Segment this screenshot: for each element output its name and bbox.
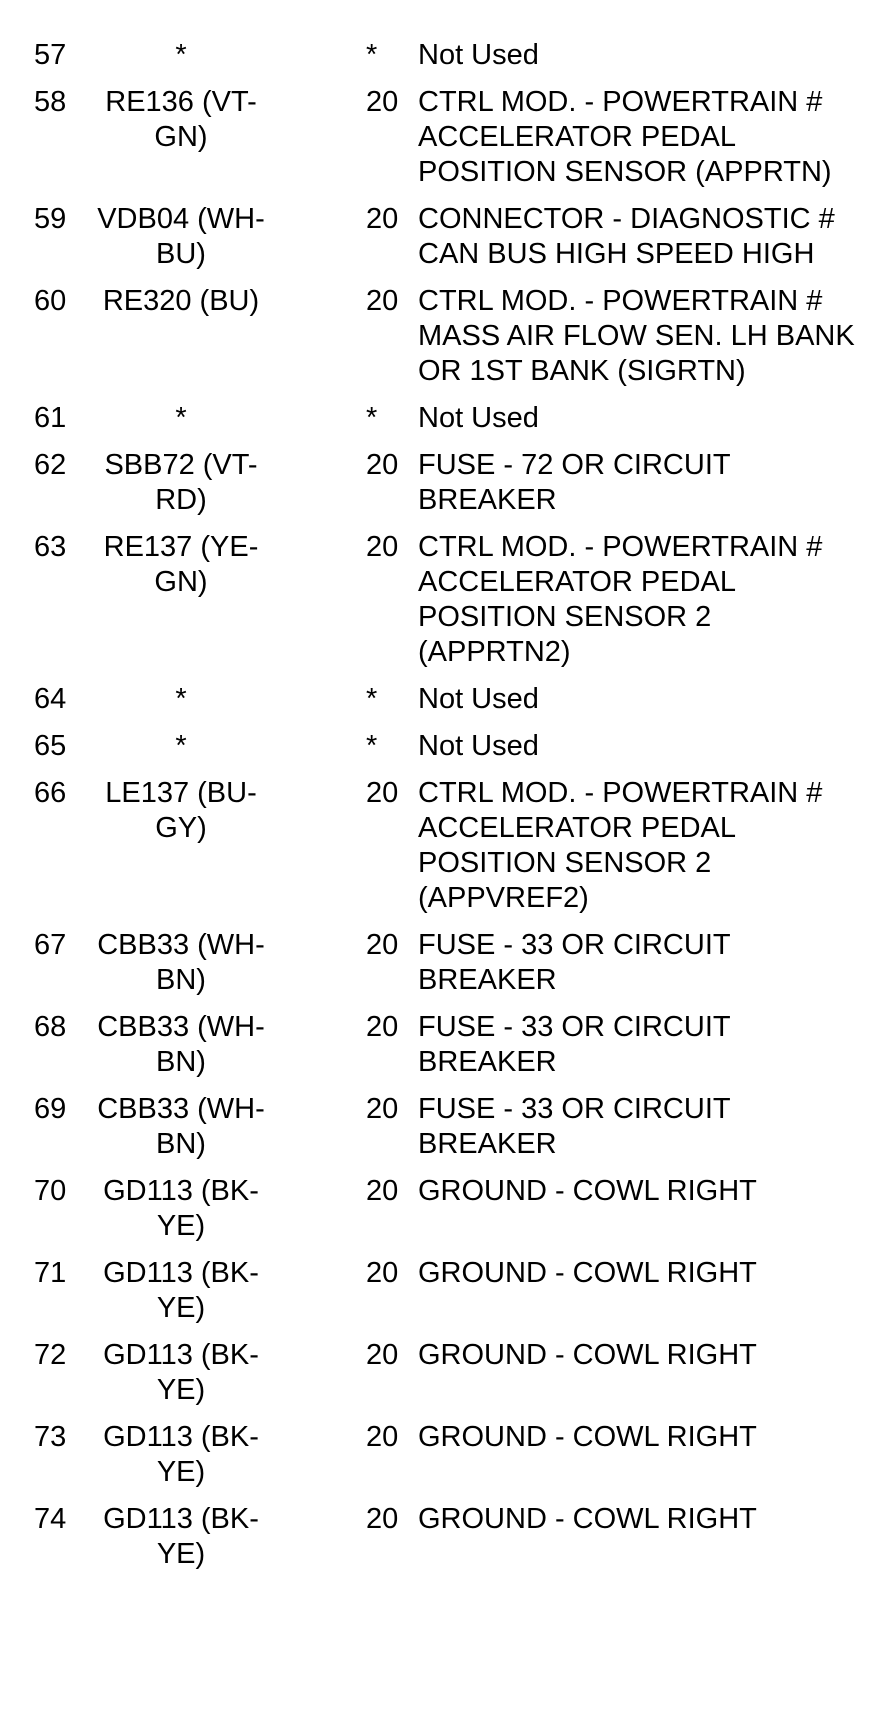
pin-number: 72: [34, 1339, 67, 1371]
pin-number: 63: [34, 531, 67, 563]
circuit-function: Not Used: [418, 730, 539, 762]
wire-gauge: 20: [366, 531, 399, 563]
circuit-code: *: [175, 39, 187, 71]
table-row: 65 * * Not Used: [34, 729, 864, 776]
circuit-function: GROUND - COWL RIGHT: [418, 1339, 757, 1371]
circuit-function: CONNECTOR - DIAGNOSTIC # CAN BUS HIGH SP…: [418, 203, 835, 270]
wire-gauge: *: [366, 730, 378, 762]
table-row: 71 GD113 (BK-YE) 20 GROUND - COWL RIGHT: [34, 1256, 864, 1338]
pin-number: 64: [34, 683, 67, 715]
circuit-function: GROUND - COWL RIGHT: [418, 1421, 757, 1453]
circuit-function: GROUND - COWL RIGHT: [418, 1175, 757, 1207]
circuit-code: *: [175, 402, 187, 434]
pin-number: 67: [34, 929, 67, 961]
wire-gauge: 20: [366, 1257, 399, 1289]
circuit-function: Not Used: [418, 402, 539, 434]
circuit-function: CTRL MOD. - POWERTRAIN # MASS AIR FLOW S…: [418, 285, 855, 387]
pin-number: 70: [34, 1175, 67, 1207]
table-row: 58 RE136 (VT-GN) 20 CTRL MOD. - POWERTRA…: [34, 85, 864, 202]
wire-gauge: 20: [366, 86, 399, 118]
wire-gauge: *: [366, 402, 378, 434]
pin-number: 66: [34, 777, 67, 809]
circuit-code: CBB33 (WH-BN): [97, 1011, 265, 1078]
circuit-function: CTRL MOD. - POWERTRAIN # ACCELERATOR PED…: [418, 531, 823, 668]
table-row: 60 RE320 (BU) 20 CTRL MOD. - POWERTRAIN …: [34, 284, 864, 401]
circuit-code: RE320 (BU): [102, 285, 260, 317]
pin-number: 60: [34, 285, 67, 317]
circuit-function: FUSE - 72 OR CIRCUIT BREAKER: [418, 449, 731, 516]
table-row: 72 GD113 (BK-YE) 20 GROUND - COWL RIGHT: [34, 1338, 864, 1420]
connector-pinout-table: 57 * * Not Used 58 RE136 (VT-GN) 20 CTRL…: [34, 38, 864, 1584]
circuit-code: *: [175, 730, 187, 762]
table-row: 63 RE137 (YE-GN) 20 CTRL MOD. - POWERTRA…: [34, 530, 864, 682]
table-row: 68 CBB33 (WH-BN) 20 FUSE - 33 OR CIRCUIT…: [34, 1010, 864, 1092]
circuit-code: GD113 (BK-YE): [103, 1339, 259, 1406]
table-row: 67 CBB33 (WH-BN) 20 FUSE - 33 OR CIRCUIT…: [34, 928, 864, 1010]
table-row: 73 GD113 (BK-YE) 20 GROUND - COWL RIGHT: [34, 1420, 864, 1502]
pin-number: 71: [34, 1257, 67, 1289]
circuit-code: GD113 (BK-YE): [103, 1503, 259, 1570]
circuit-code: SBB72 (VT-RD): [104, 449, 258, 516]
circuit-code: GD113 (BK-YE): [103, 1257, 259, 1324]
pin-number: 62: [34, 449, 67, 481]
table-row: 70 GD113 (BK-YE) 20 GROUND - COWL RIGHT: [34, 1174, 864, 1256]
circuit-code: GD113 (BK-YE): [103, 1175, 259, 1242]
table-row: 64 * * Not Used: [34, 682, 864, 729]
circuit-code: GD113 (BK-YE): [103, 1421, 259, 1488]
table-row: 57 * * Not Used: [34, 38, 864, 85]
wire-gauge: 20: [366, 1093, 399, 1125]
pin-number: 58: [34, 86, 67, 118]
circuit-code: CBB33 (WH-BN): [97, 929, 265, 996]
wire-gauge: 20: [366, 1175, 399, 1207]
circuit-function: Not Used: [418, 39, 539, 71]
pin-number: 68: [34, 1011, 67, 1043]
circuit-code: RE136 (VT-GN): [105, 86, 257, 153]
wire-gauge: *: [366, 683, 378, 715]
pin-number: 65: [34, 730, 67, 762]
circuit-function: GROUND - COWL RIGHT: [418, 1503, 757, 1535]
table-row: 61 * * Not Used: [34, 401, 864, 448]
circuit-function: FUSE - 33 OR CIRCUIT BREAKER: [418, 1093, 731, 1160]
pin-number: 61: [34, 402, 67, 434]
circuit-code: VDB04 (WH-BU): [97, 203, 265, 270]
wire-gauge: 20: [366, 203, 399, 235]
circuit-function: CTRL MOD. - POWERTRAIN # ACCELERATOR PED…: [418, 86, 832, 188]
table-row: 74 GD113 (BK-YE) 20 GROUND - COWL RIGHT: [34, 1502, 864, 1584]
circuit-code: *: [175, 683, 187, 715]
pin-number: 73: [34, 1421, 67, 1453]
table-row: 69 CBB33 (WH-BN) 20 FUSE - 33 OR CIRCUIT…: [34, 1092, 864, 1174]
wire-gauge: 20: [366, 1421, 399, 1453]
circuit-function: FUSE - 33 OR CIRCUIT BREAKER: [418, 929, 731, 996]
circuit-function: CTRL MOD. - POWERTRAIN # ACCELERATOR PED…: [418, 777, 823, 914]
circuit-function: GROUND - COWL RIGHT: [418, 1257, 757, 1289]
table-row: 59 VDB04 (WH-BU) 20 CONNECTOR - DIAGNOST…: [34, 202, 864, 284]
wire-gauge: 20: [366, 1503, 399, 1535]
circuit-code: LE137 (BU-GY): [105, 777, 257, 844]
pin-number: 57: [34, 39, 67, 71]
wire-gauge: 20: [366, 449, 399, 481]
wire-gauge: 20: [366, 1339, 399, 1371]
wire-gauge: *: [366, 39, 378, 71]
wire-gauge: 20: [366, 777, 399, 809]
circuit-function: FUSE - 33 OR CIRCUIT BREAKER: [418, 1011, 731, 1078]
wire-gauge: 20: [366, 285, 399, 317]
pin-number: 59: [34, 203, 67, 235]
table-row: 66 LE137 (BU-GY) 20 CTRL MOD. - POWERTRA…: [34, 776, 864, 928]
pin-number: 69: [34, 1093, 67, 1125]
circuit-function: Not Used: [418, 683, 539, 715]
circuit-code: CBB33 (WH-BN): [97, 1093, 265, 1160]
wire-gauge: 20: [366, 929, 399, 961]
circuit-code: RE137 (YE-GN): [103, 531, 259, 598]
table-row: 62 SBB72 (VT-RD) 20 FUSE - 72 OR CIRCUIT…: [34, 448, 864, 530]
wire-gauge: 20: [366, 1011, 399, 1043]
pin-number: 74: [34, 1503, 67, 1535]
pinout-rows: 57 * * Not Used 58 RE136 (VT-GN) 20 CTRL…: [34, 38, 864, 1584]
